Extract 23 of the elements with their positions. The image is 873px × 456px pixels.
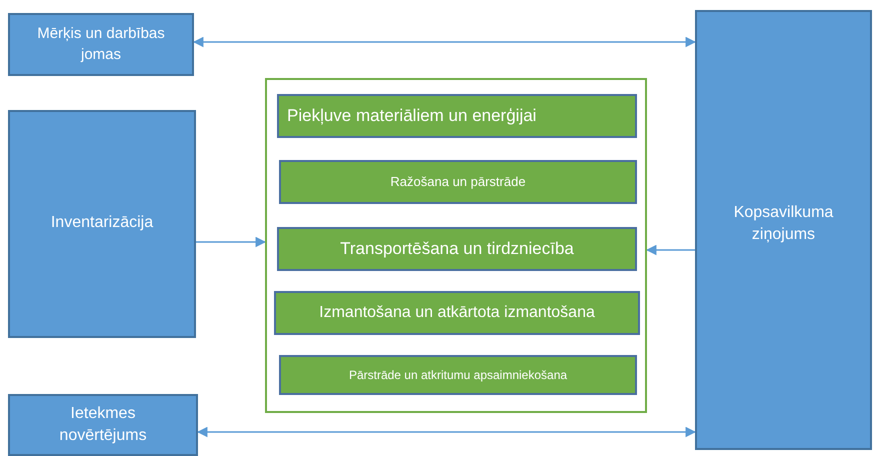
node-label: Pārstrāde un atkritumu apsaimniekošana [348,366,568,384]
process-box [8,110,196,338]
node-label: Piekļuve materiāliem un enerģijai [287,104,536,127]
arrow [196,426,696,438]
node-label: Ietekmes novērtējums [58,404,148,446]
process-box [8,13,194,76]
node-label: Ražošana un pārstrāde [390,173,526,191]
process-box [277,227,637,271]
node-label: Transportēšana un tirdzniecība [340,238,574,260]
process-box [8,394,198,456]
process-box [279,160,637,204]
process-box [274,291,640,335]
process-box [279,355,637,395]
arrow [192,36,696,48]
group-frame [265,78,647,413]
node-label: Inventarizācija [50,213,154,233]
process-box [695,10,872,450]
process-box [277,94,637,138]
node-label: Mērķis un darbības jomas [36,24,166,64]
node-label: Kopsavilkuma ziņojums [732,203,834,245]
arrow [646,244,695,256]
arrow [196,236,266,248]
node-label: Izmantošana un atkārtota izmantošana [319,303,595,324]
